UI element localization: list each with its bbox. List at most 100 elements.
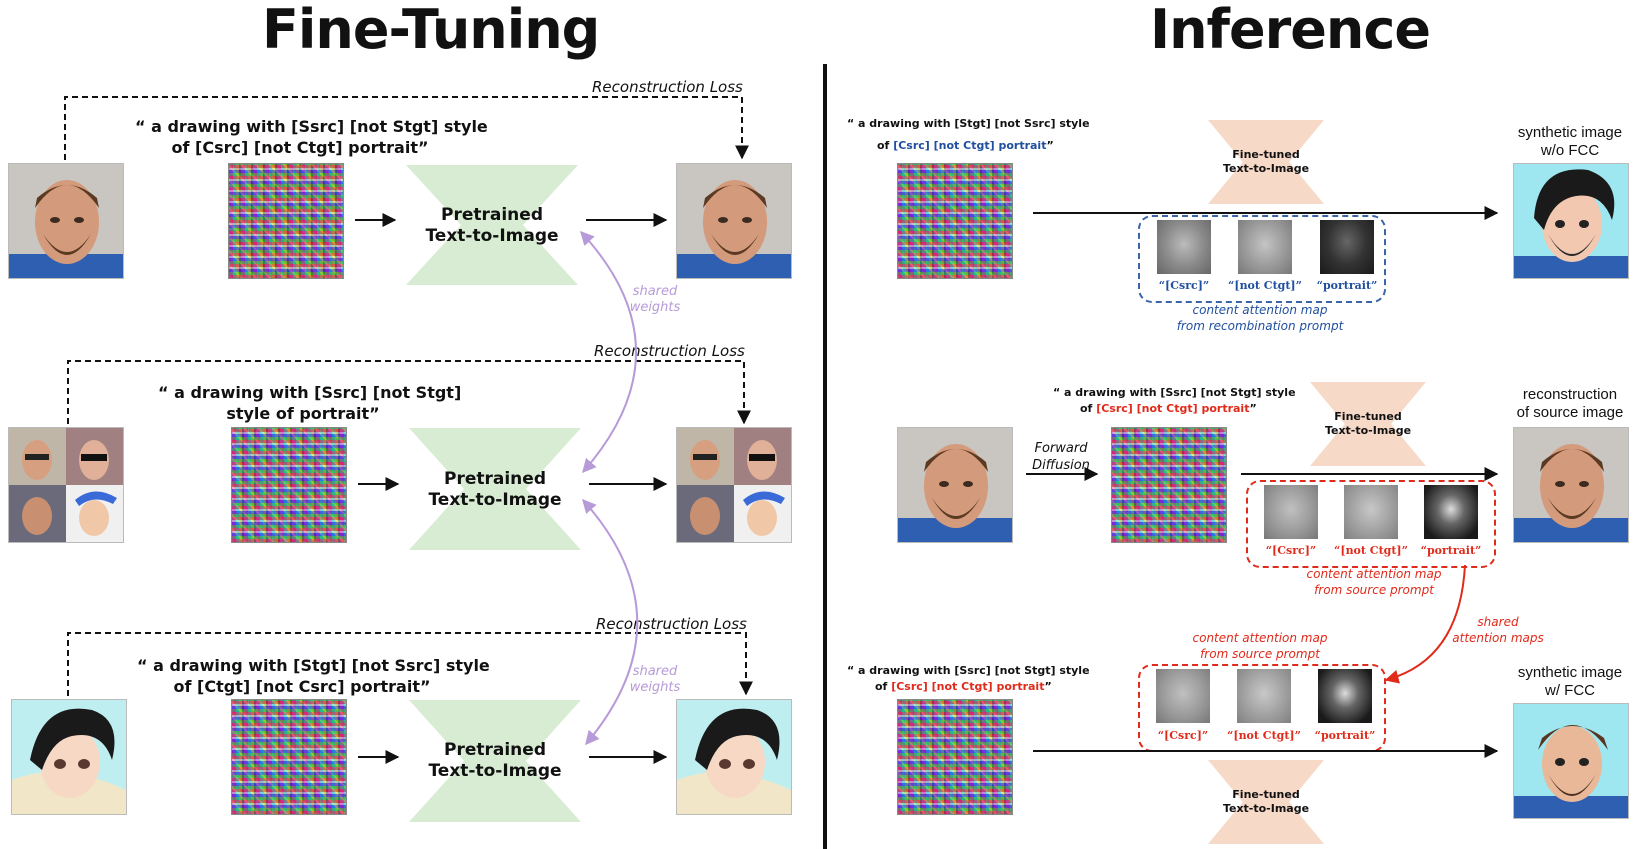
inference-noise-1: [897, 163, 1013, 279]
section-divider: [823, 64, 827, 849]
inference-noise-2: [1111, 427, 1227, 543]
attention-map-csrc-3: [1156, 669, 1210, 723]
block-2-line1: Pretrained: [444, 469, 546, 489]
prompt-1-prefix: of: [877, 139, 894, 152]
attention-map-portrait-1: [1320, 220, 1374, 274]
forward-diffusion-label: Forward Diffusion: [1024, 440, 1098, 474]
inference-source-face: [897, 427, 1013, 543]
attention-label-2c: “portrait”: [1420, 544, 1482, 557]
output-title-2-line2: of source image: [1516, 404, 1624, 421]
prompt-1-colored: [Csrc] [not Ctgt] portrait: [893, 139, 1047, 152]
inference-prompt-2-line1: “ a drawing with [Ssrc] [not Stgt] style: [1053, 386, 1296, 399]
forward-diffusion-line2: Diffusion: [1032, 458, 1090, 473]
ft-block-1-line2: Text-to-Image: [1222, 162, 1310, 175]
ft-block-3-line1: Fine-tuned: [1232, 788, 1300, 801]
attention-box-recombination: [1138, 215, 1386, 303]
block-3-line1: Pretrained: [444, 740, 546, 760]
attention-label-3a: “[Csrc]”: [1157, 729, 1209, 742]
caption-source-3: content attention map from source prompt: [1160, 630, 1360, 662]
shared-weights-label-1: shared weights: [629, 284, 681, 315]
finetune-prompt-2-line2: style of portrait”: [226, 404, 380, 423]
caption-source-3-line1: content attention map: [1192, 631, 1328, 645]
reconstruction-loss-loop-1: [64, 96, 749, 160]
attention-map-csrc-1: [1157, 220, 1211, 274]
output-title-1-line1: synthetic image: [1517, 124, 1623, 141]
shared-attention-maps-label: shared attention maps: [1448, 614, 1548, 646]
block-3-line2: Text-to-Image: [428, 761, 562, 781]
caption-source-2-line2: from source prompt: [1314, 583, 1434, 597]
inference-prompt-3: “ a drawing with [Ssrc] [not Stgt] style…: [847, 660, 1090, 698]
block-2-line2: Text-to-Image: [428, 490, 562, 510]
attention-map-portrait-3: [1318, 669, 1372, 723]
finetune-prompt-1: “ a drawing with [Ssrc] [not Stgt] style…: [135, 116, 488, 158]
attention-map-notctgt-1: [1238, 220, 1292, 274]
ft-block-2-line2: Text-to-Image: [1324, 424, 1412, 437]
noise-input-2: [231, 427, 347, 543]
inference-prompt-3-line2: of [Csrc] [not Ctgt] portrait”: [847, 676, 1090, 698]
attention-label-3c: “portrait”: [1314, 729, 1376, 742]
output-title-1-line2: w/o FCC: [1540, 142, 1600, 159]
prompt-2-colored: [Csrc] [not Ctgt] portrait: [1096, 402, 1250, 415]
block-1-line2: Text-to-Image: [425, 226, 559, 246]
style-collage-output: [676, 427, 792, 543]
inference-prompt-3-line1: “ a drawing with [Ssrc] [not Stgt] style: [847, 664, 1090, 677]
shared-attention-maps-line1: shared: [1477, 615, 1519, 629]
inference-prompt-2: “ a drawing with [Ssrc] [not Stgt] style…: [1053, 382, 1296, 420]
noise-input-1: [228, 163, 344, 279]
forward-diffusion-line1: Forward: [1034, 441, 1088, 456]
attention-map-notctgt-2: [1344, 485, 1398, 539]
inference-prompt-1-line2: of [Csrc] [not Ctgt] portrait”: [847, 135, 1090, 157]
inference-prompt-1-line1: “ a drawing with [Stgt] [not Ssrc] style: [847, 117, 1090, 130]
reconstruction-loss-label-3: Reconstruction Loss: [596, 615, 747, 633]
prompt-2-prefix: of: [1080, 402, 1097, 415]
attention-label-1c: “portrait”: [1316, 279, 1378, 292]
caption-source-3-line2: from source prompt: [1200, 647, 1320, 661]
finetune-prompt-3: “ a drawing with [Stgt] [not Ssrc] style…: [137, 655, 490, 697]
ft-block-2-line1: Fine-tuned: [1334, 410, 1402, 423]
attention-label-2b: “[not Ctgt]”: [1334, 544, 1408, 557]
prompt-3-prefix: of: [875, 680, 892, 693]
attention-label-3b: “[not Ctgt]”: [1227, 729, 1301, 742]
style-collage-input: [8, 427, 124, 543]
reconstruction-loss-label-2: Reconstruction Loss: [594, 342, 745, 360]
synthetic-output-w-fcc: [1513, 703, 1629, 819]
reconstruction-output: [1513, 427, 1629, 543]
prompt-2-suffix: ”: [1249, 402, 1257, 415]
shared-weights-curve-2: [582, 498, 639, 746]
inference-prompt-1: “ a drawing with [Stgt] [not Ssrc] style…: [847, 113, 1090, 157]
ft-block-3-line2: Text-to-Image: [1222, 802, 1310, 815]
ft-block-1-line1: Fine-tuned: [1232, 148, 1300, 161]
output-title-3: synthetic image w/ FCC: [1500, 664, 1637, 700]
reconstruction-loss-loop-2: [67, 360, 751, 425]
prompt-1-suffix: ”: [1046, 139, 1054, 152]
caption-recombination: content attention map from recombination…: [1160, 302, 1360, 334]
shared-attention-curve: [1384, 564, 1466, 684]
attention-map-csrc-2: [1264, 485, 1318, 539]
reconstruction-loss-label-1: Reconstruction Loss: [592, 78, 743, 96]
caption-recombination-line2: from recombination prompt: [1176, 319, 1344, 333]
finetuning-title: Fine-Tuning: [262, 0, 600, 61]
finetune-prompt-2: “ a drawing with [Ssrc] [not Stgt] style…: [158, 382, 461, 424]
block-1-line1: Pretrained: [441, 205, 543, 225]
synthetic-output-wo-fcc: [1513, 163, 1629, 279]
caption-source-2: content attention map from source prompt: [1274, 566, 1474, 598]
attention-box-source-2: [1246, 480, 1496, 568]
prompt-3-colored: [Csrc] [not Ctgt] portrait: [891, 680, 1045, 693]
shared-weights-curve-1: [580, 230, 637, 474]
output-title-3-line2: w/ FCC: [1545, 682, 1595, 699]
attention-map-portrait-2: [1424, 485, 1478, 539]
finetune-prompt-3-line1: “ a drawing with [Stgt] [not Ssrc] style: [137, 656, 490, 675]
attention-label-2a: “[Csrc]”: [1265, 544, 1317, 557]
inference-noise-3: [897, 699, 1013, 815]
source-face-photo-1: [8, 163, 124, 279]
attention-label-1a: “[Csrc]”: [1158, 279, 1210, 292]
finetune-prompt-1-line1: “ a drawing with [Ssrc] [not Stgt] style: [135, 117, 488, 136]
caption-recombination-line1: content attention map: [1192, 303, 1328, 317]
shared-weights-label-2: shared weights: [629, 664, 681, 695]
